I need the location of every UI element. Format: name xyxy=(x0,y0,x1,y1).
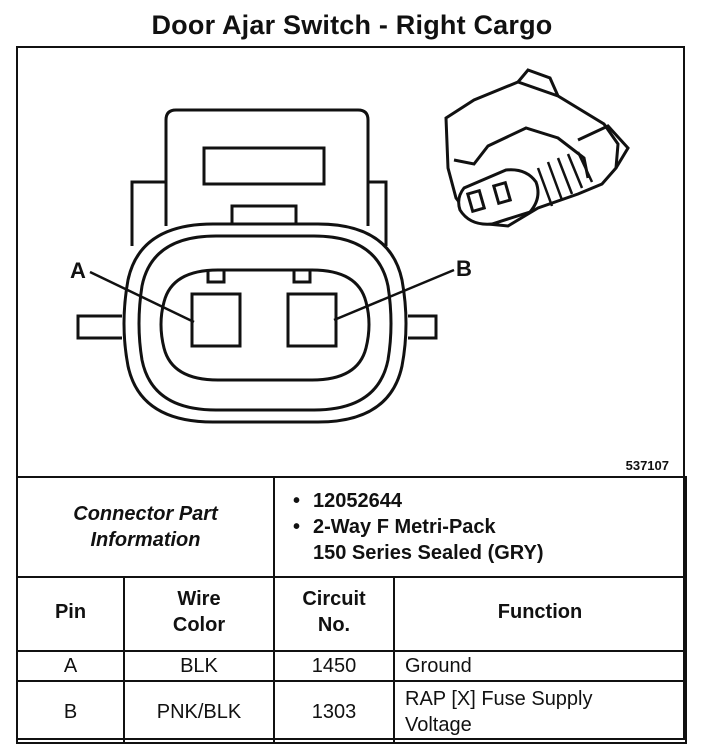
row-circuit: 1303 xyxy=(273,680,395,744)
pin-label-b: B xyxy=(456,256,472,281)
part-number: 12052644 xyxy=(293,488,684,514)
middle-seal xyxy=(137,234,393,412)
table-row: A BLK 1450 Ground xyxy=(16,650,687,682)
terminal-a xyxy=(190,292,242,348)
row-function: RAP [X] Fuse Supply Voltage xyxy=(393,680,687,744)
row-pin: A xyxy=(16,650,125,682)
figure-number: 537107 xyxy=(625,458,669,473)
row-wire-color: BLK xyxy=(123,650,275,682)
pin-label-a: A xyxy=(70,258,86,283)
leader-line-a xyxy=(89,270,195,324)
table-row: B PNK/BLK 1303 RAP [X] Fuse Supply Volta… xyxy=(16,680,687,744)
diagram-frame: A B 537107 Connector Part Information 12… xyxy=(16,46,687,744)
header-circuit: Circuit No. xyxy=(273,576,395,652)
header-pin: Pin xyxy=(16,576,125,652)
header-function: Function xyxy=(393,576,687,652)
row-wire-color: PNK/BLK xyxy=(123,680,275,744)
terminal-b xyxy=(286,292,338,348)
row-circuit: 1450 xyxy=(273,650,395,682)
connector-drawing: A B xyxy=(70,68,630,424)
diagram-title: Door Ajar Switch - Right Cargo xyxy=(151,10,553,40)
connector-part-info: 12052644 2-Way F Metri-Pack 150 Series S… xyxy=(273,476,687,578)
header-wire-color: Wire Color xyxy=(123,576,275,652)
part-description-line1: 2-Way F Metri-Pack xyxy=(293,514,684,540)
connector-iso-view xyxy=(444,68,630,228)
leader-line-b xyxy=(333,268,455,322)
part-description-line2: 150 Series Sealed (GRY) xyxy=(313,542,544,564)
inner-cavity xyxy=(159,268,371,382)
connector-part-label: Connector Part Information xyxy=(16,476,275,578)
row-pin: B xyxy=(16,680,125,744)
row-function: Ground xyxy=(393,650,687,682)
table-header-row: Pin Wire Color Circuit No. Function xyxy=(16,576,687,652)
outer-seal xyxy=(122,222,408,424)
housing-top xyxy=(164,108,370,226)
housing-slot xyxy=(202,146,326,186)
connector-table: Connector Part Information 12052644 2-Wa… xyxy=(16,476,687,744)
